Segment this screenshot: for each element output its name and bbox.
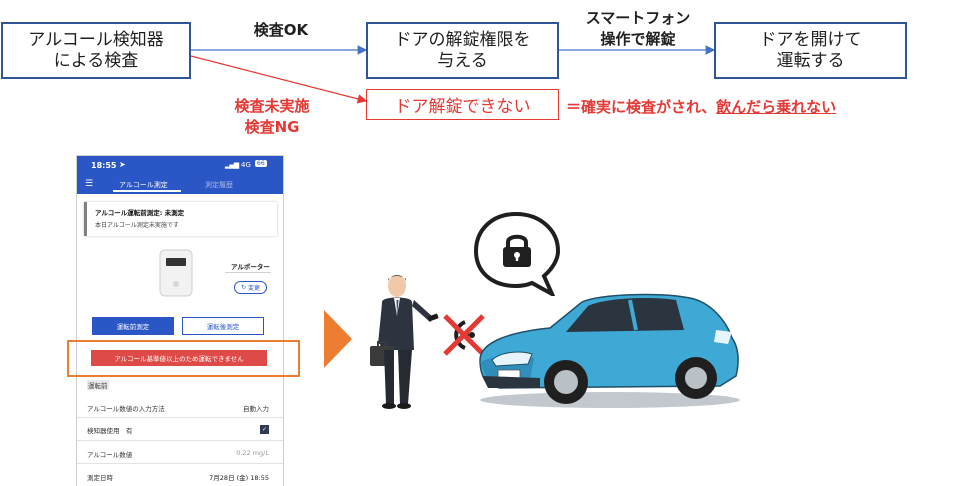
tab-active-indicator [113,190,181,192]
status-time: 18:55 [91,161,117,170]
row-alcohol-value-label: アルコール数値 [87,451,133,459]
change-device-button[interactable]: ↻ 変更 [234,281,267,294]
network-label: 4G [241,161,251,169]
flow-connectors [190,45,716,104]
row-detector-used: 検知器使用 有 ✓ [87,425,269,435]
no-signal-icon [443,314,485,356]
divider [77,440,283,441]
menu-icon[interactable]: ☰ [85,179,94,189]
warning-highlight-frame [67,340,300,377]
divider [77,417,283,418]
notice-title: アルコール運転前測定: 未測定 [95,209,185,217]
row-input-method: アルコール数値の入力方法 自動入力 [87,403,269,413]
flow-box-grant-unlock-text: ドアの解錠権限を 与える [394,29,531,71]
battery-icon: 66 [255,160,267,167]
label-check-ng: 検査未実施 検査NG [234,97,310,136]
label-check-ok: 検査OK [253,21,309,39]
flow-box-drive-text: ドアを開けて 運転する [759,29,862,71]
conclusion-underlined: 飲んだら乗れない [716,98,837,116]
tab-history[interactable]: 測定履歴 [205,181,233,189]
row-input-method-label: アルコール数値の入力方法 [87,405,165,413]
row-input-method-value: 自動入力 [243,405,269,413]
flow-box-drive: ドアを開けて 運転する [714,22,907,79]
change-device-label: 変更 [248,285,261,292]
row-measured-at: 測定日時 7月28日 (金) 18:55 [87,472,269,482]
row-detector-used-label: 検知器使用 有 [87,427,133,435]
arrow-ng [190,55,368,104]
detector-used-checkbox[interactable]: ✓ [260,425,269,434]
refresh-icon: ↻ [240,284,246,291]
status-bar: 18:55 ➤ ▂▄▆ 4G 66 [77,156,283,176]
label-phone-unlock: スマートフォン 操作で解錠 [585,9,691,48]
device-name-underline [225,272,271,273]
section-label: 運転前 [87,380,109,390]
notice-subtitle: 本日アルコール測定未実施です [95,222,179,229]
signal-icon: ▂▄▆ [225,161,239,169]
app-nav-bar: ☰ アルコール測定 測定履歴 [77,176,283,194]
row-alcohol-value: アルコール数値 0.22 mg/L [87,449,269,459]
measure-before-button[interactable]: 運転前測定 [92,317,174,335]
divider [77,463,283,464]
measurement-notice: アルコール運転前測定: 未測定 本日アルコール測定未実施です [84,202,277,236]
car-illustration [479,293,740,408]
phone-app-screen: 18:55 ➤ ▂▄▆ 4G 66 ☰ アルコール測定 測定履歴 アルコール運転… [76,155,284,486]
conclusion-text: ＝確実に検査がされ、飲んだら乗れない [566,96,836,117]
row-measured-at-label: 測定日時 [87,474,113,482]
flow-box-alcohol-check: アルコール検知器 による検査 [1,22,191,79]
location-arrow-icon: ➤ [119,160,126,169]
flow-box-cannot-unlock: ドア解錠できない [366,89,559,120]
tab-alcohol-measure[interactable]: アルコール測定 [119,181,168,189]
arrow-right-icon [324,310,352,368]
measure-after-button[interactable]: 運転後測定 [182,317,264,335]
row-measured-at-value: 7月28日 (金) 18:55 [209,474,269,482]
flow-box-grant-unlock: ドアの解錠権限を 与える [366,22,559,79]
device-name: アルポーター [231,263,270,271]
conclusion-prefix: ＝確実に検査がされ、 [566,98,717,116]
row-alcohol-value-value: 0.22 mg/L [236,449,269,457]
alcohol-detector-image [159,249,193,297]
lock-icon [503,234,531,267]
flow-box-cannot-unlock-text: ドア解錠できない [394,97,531,117]
businessman-illustration [370,275,439,409]
flow-box-alcohol-check-text: アルコール検知器 による検査 [28,29,164,71]
warning-banner: アルコール基準値以上のため運転できません [91,350,267,366]
